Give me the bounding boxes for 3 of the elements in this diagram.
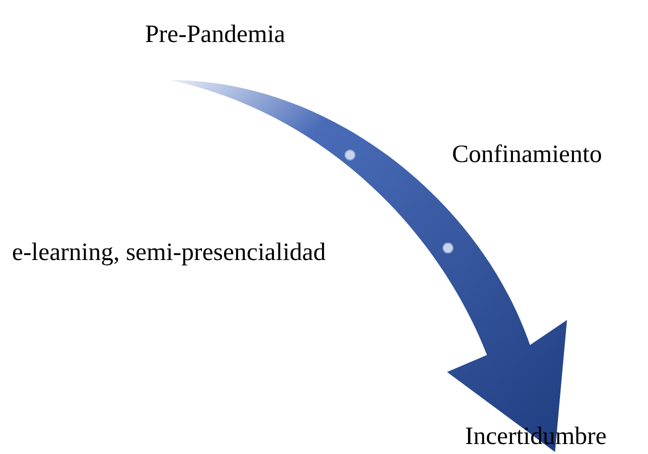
stage-label: e-learning, semi-presencialidad	[12, 238, 326, 268]
stage-label: Confinamiento	[452, 140, 602, 170]
stage-label: Pre-Pandemia	[145, 20, 286, 50]
